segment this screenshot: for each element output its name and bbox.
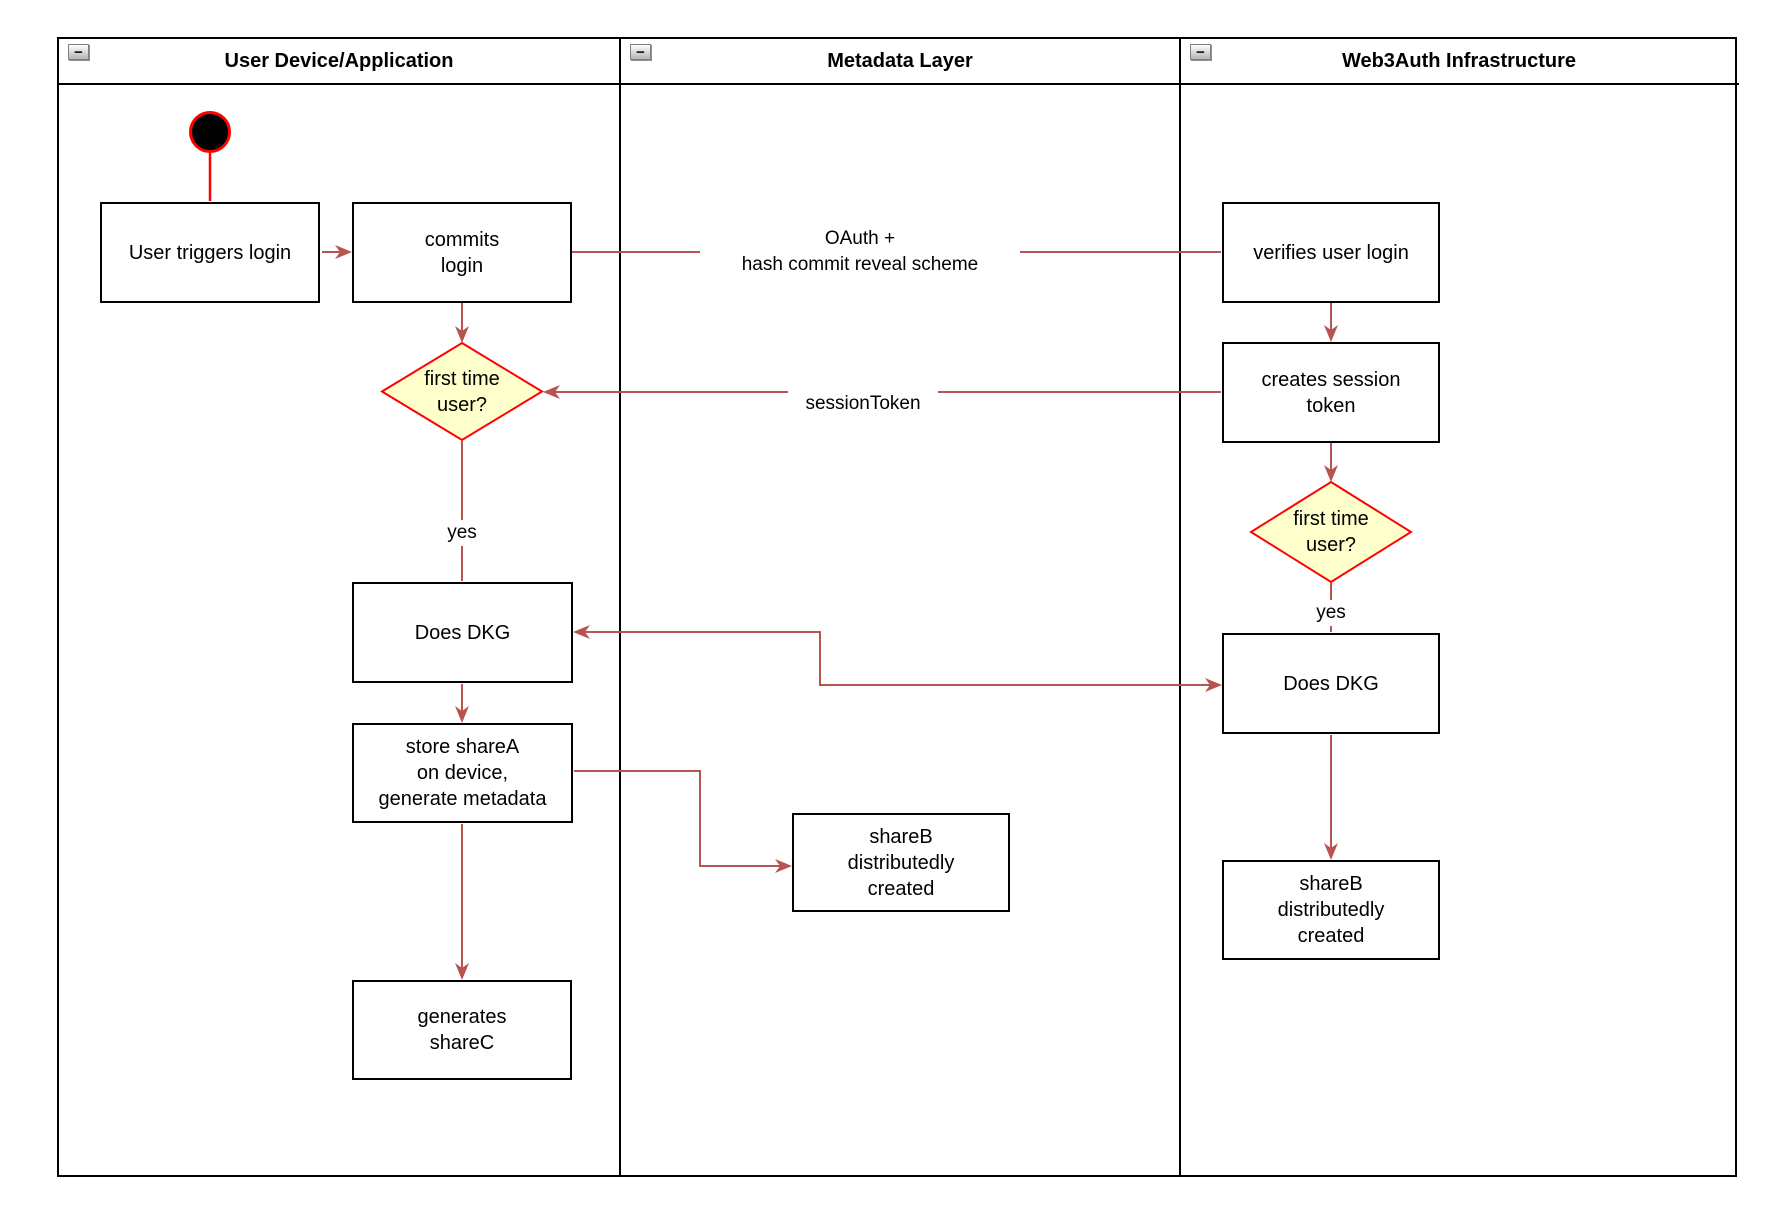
node-store-sharea[interactable]: store shareA on device, generate metadat… bbox=[352, 723, 573, 823]
node-shareb-web3auth[interactable]: shareB distributedly created bbox=[1222, 860, 1440, 960]
lane-title-metadata: Metadata Layer bbox=[827, 49, 973, 72]
collapse-icon[interactable]: − bbox=[1190, 44, 1211, 60]
node-does-dkg-device[interactable]: Does DKG bbox=[352, 582, 573, 683]
lane-header-underline bbox=[57, 83, 1739, 85]
lane-title-web3auth: Web3Auth Infrastructure bbox=[1341, 49, 1577, 72]
lane-header-metadata: − Metadata Layer bbox=[621, 39, 1179, 83]
node-shareb-metadata[interactable]: shareB distributedly created bbox=[792, 813, 1010, 912]
edge-label-sessiontoken: sessionToken bbox=[788, 390, 938, 418]
lane-header-web3auth: − Web3Auth Infrastructure bbox=[1181, 39, 1737, 83]
edge-label-yes-web3auth: yes bbox=[1307, 600, 1355, 626]
decision-label-first-time-user-device: first time user? bbox=[424, 368, 500, 416]
node-verifies-user-login[interactable]: verifies user login bbox=[1222, 202, 1440, 303]
node-user-triggers-login[interactable]: User triggers login bbox=[100, 202, 320, 303]
lane-divider-1 bbox=[619, 37, 621, 1177]
node-does-dkg-web3auth[interactable]: Does DKG bbox=[1222, 633, 1440, 734]
edge-label-oauth: OAuth + hash commit reveal scheme bbox=[700, 224, 1020, 280]
node-commits-login[interactable]: commits login bbox=[352, 202, 572, 303]
lane-divider-2 bbox=[1179, 37, 1181, 1177]
lane-header-user-device: − User Device/Application bbox=[59, 39, 619, 83]
edge-label-yes-device: yes bbox=[438, 520, 486, 546]
node-creates-session-token[interactable]: creates session token bbox=[1222, 342, 1440, 443]
collapse-icon[interactable]: − bbox=[630, 44, 651, 60]
start-node[interactable] bbox=[189, 111, 231, 153]
collapse-icon[interactable]: − bbox=[68, 44, 89, 60]
decision-label-first-time-user-web3auth: first time user? bbox=[1293, 508, 1369, 556]
node-generates-sharec[interactable]: generates shareC bbox=[352, 980, 572, 1080]
lane-title-user-device: User Device/Application bbox=[224, 49, 454, 72]
